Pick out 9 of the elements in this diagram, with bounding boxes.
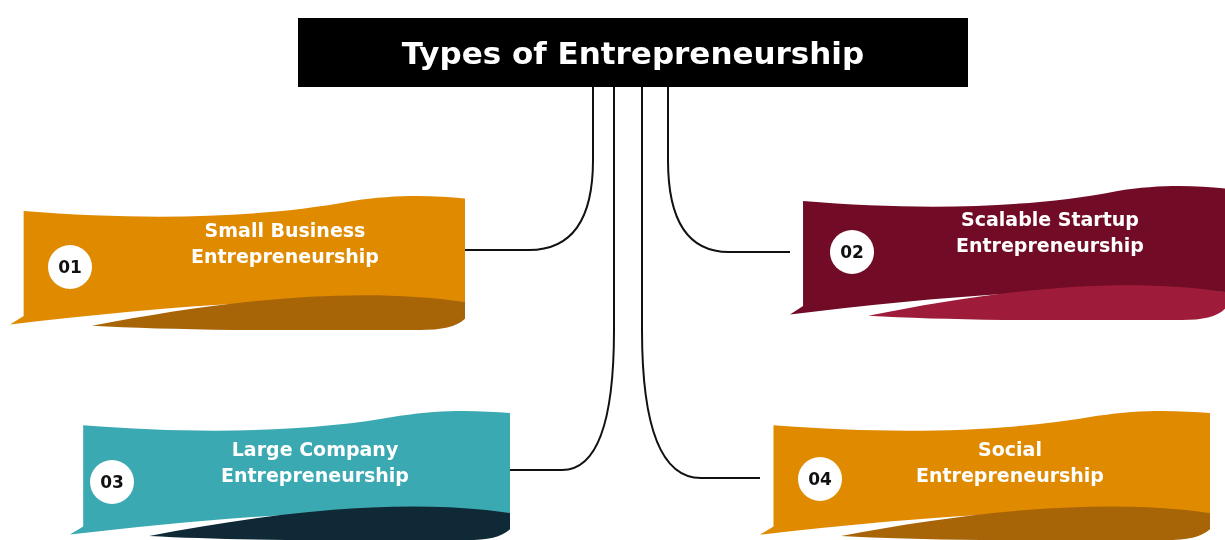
connector-line (464, 86, 594, 251)
ribbon-label: Large Company Entrepreneurship (220, 437, 410, 488)
connector-line (667, 86, 791, 253)
connector-line (509, 86, 615, 471)
connector-line (641, 86, 761, 479)
ribbon-label: Social Entrepreneurship (915, 437, 1105, 488)
ribbon-label: Small Business Entrepreneurship (190, 218, 380, 269)
title-bar: Types of Entrepreneurship (298, 18, 968, 87)
ribbon-label: Scalable Startup Entrepreneurship (955, 207, 1145, 258)
